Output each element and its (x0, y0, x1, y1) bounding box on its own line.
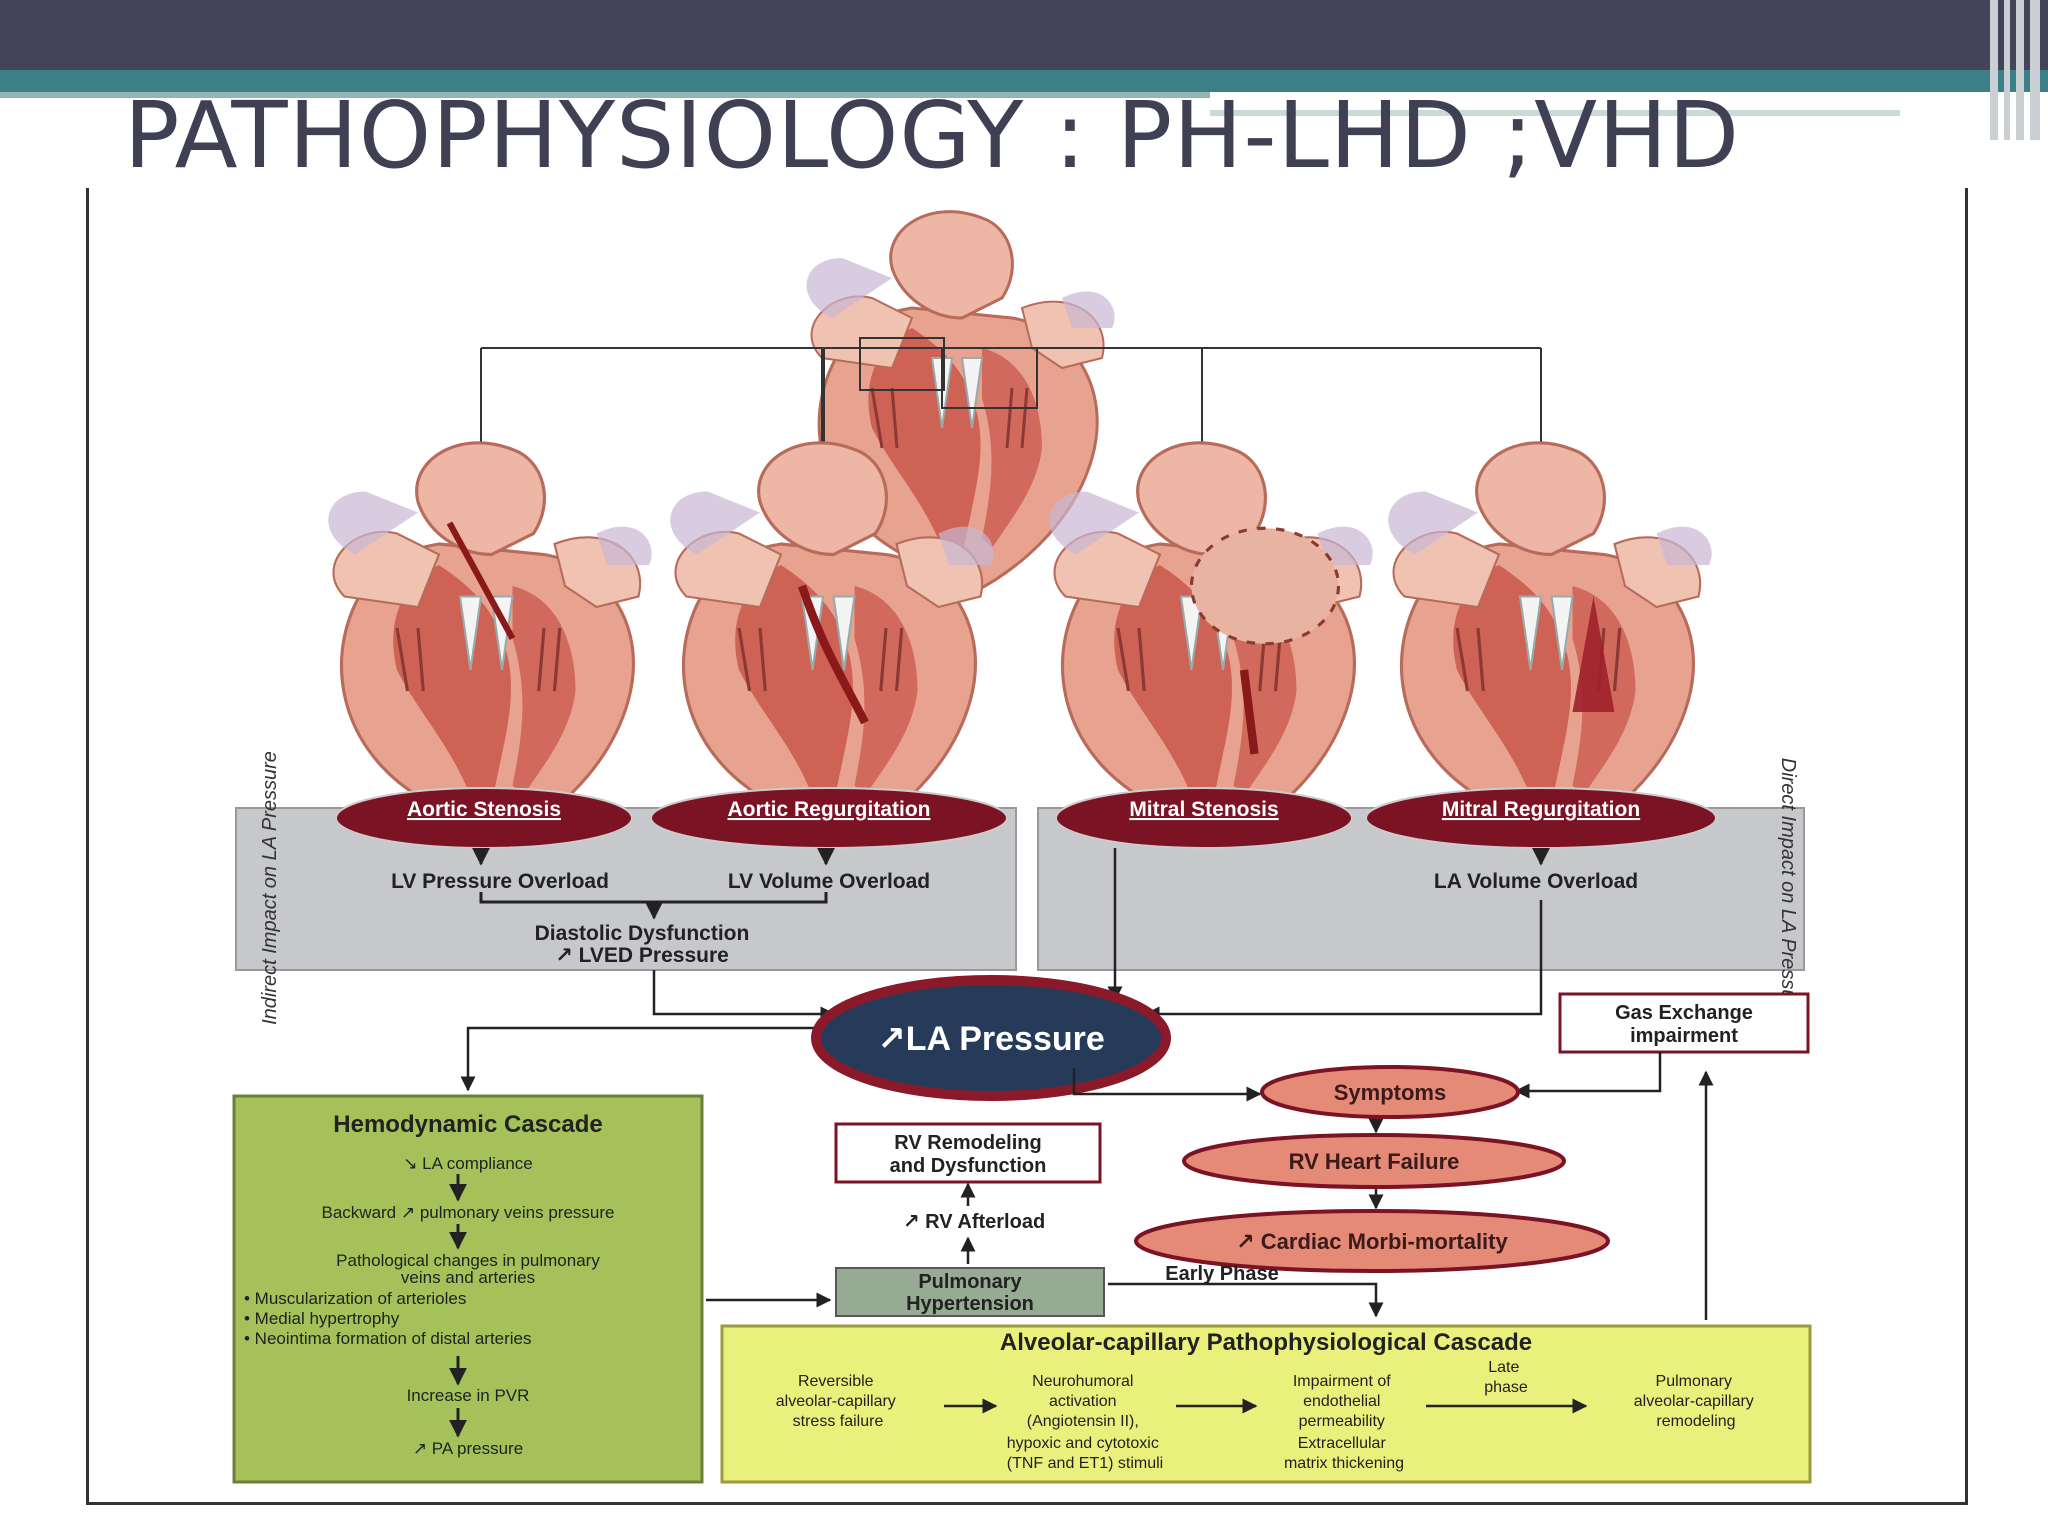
alveolar-step-1: Reversible alveolar-capillary stress fai… (776, 1373, 901, 1430)
slide-corner-stripe (2004, 0, 2010, 140)
late-phase-label: Late phase (1484, 1359, 1528, 1396)
symptoms-arrows (1072, 1052, 1714, 1320)
lv-volume-overload-label: LV Volume Overload (728, 870, 930, 893)
alveolar-cascade-title: Alveolar-capillary Pathophysiological Ca… (1000, 1329, 1532, 1356)
symptoms-label: Symptoms (1334, 1080, 1446, 1105)
lv-pressure-overload-label: LV Pressure Overload (391, 870, 609, 893)
gas-exchange-label-1: Gas Exchange (1615, 1002, 1753, 1024)
la-pressure-label: ↗LA Pressure (877, 1020, 1105, 1058)
rv-heart-failure-label: RV Heart Failure (1289, 1149, 1460, 1174)
symptoms-oval: Symptoms (1260, 1065, 1520, 1119)
lved-pressure-label: ↗ LVED Pressure (555, 944, 729, 967)
pathophysiology-diagram: Indirect Impact on LA Pressure Direct Im… (232, 210, 1812, 1484)
hemodynamic-bullet: • Muscularization of arterioles (244, 1289, 466, 1308)
pathological-changes-label-1: Pathological changes in pulmonary (336, 1251, 600, 1270)
heart-illustration-mitral-regurgitation (1386, 441, 1714, 845)
rv-remodeling-label-2: and Dysfunction (890, 1155, 1047, 1177)
heart-illustration-aortic-regurgitation (668, 441, 996, 845)
slide-corner-stripe (1990, 0, 1998, 140)
pathological-changes-label-2: veins and arteries (401, 1268, 535, 1287)
gas-exchange-box: Gas Exchange impairment (1558, 992, 1810, 1054)
aortic-regurgitation-label: Aortic Regurgitation (728, 798, 931, 821)
la-pressure-oval: ↗LA Pressure (811, 975, 1171, 1101)
rv-remodeling-box: RV Remodeling and Dysfunction (834, 1122, 1102, 1184)
alveolar-step-2: Neurohumoral activation (Angiotensin II)… (1007, 1373, 1164, 1472)
overload-arrows (472, 847, 1550, 920)
cardiac-morbi-mortality-oval: ↗ Cardiac Morbi-mortality (1134, 1209, 1610, 1273)
hemodynamic-cascade-box: Hemodynamic Cascade ↘ LA compliance Back… (232, 1094, 704, 1484)
la-volume-overload-label: LA Volume Overload (1434, 870, 1638, 893)
slide-title: PATHOPHYSIOLOGY : PH-LHD ;VHD (124, 82, 1741, 189)
pa-pressure-label: ↗ PA pressure (413, 1439, 523, 1458)
hemodynamic-bullet: • Medial hypertrophy (244, 1309, 400, 1328)
alveolar-step-3: Impairment of endothelial permeability E… (1284, 1373, 1404, 1472)
hemodynamic-bullet: • Neointima formation of distal arteries (244, 1329, 532, 1348)
early-phase-label: Early Phase (1165, 1263, 1278, 1285)
pulmonary-hypertension-label-1: Pulmonary (918, 1271, 1022, 1293)
slide-corner-stripe (2030, 0, 2040, 140)
mitral-stenosis-oval: Mitral Stenosis (1055, 787, 1353, 849)
la-compliance-label: ↘ LA compliance (403, 1154, 533, 1173)
heart-illustration-mitral-stenosis (1047, 441, 1375, 845)
hemodynamic-cascade-title: Hemodynamic Cascade (333, 1111, 602, 1138)
rv-afterload-label: ↗ RV Afterload (903, 1211, 1045, 1233)
cardiac-morbi-mortality-label: ↗ Cardiac Morbi-mortality (1236, 1229, 1508, 1254)
rv-remodeling-label-1: RV Remodeling (894, 1132, 1041, 1154)
increase-pvr-label: Increase in PVR (407, 1386, 530, 1405)
slide-accent-line (0, 92, 1210, 98)
diastolic-dysfunction-label: Diastolic Dysfunction (535, 922, 750, 945)
aortic-regurgitation-oval: Aortic Regurgitation (650, 787, 1008, 849)
indirect-impact-label: Indirect Impact on LA Pressure (259, 751, 281, 1025)
pulmonary-hypertension-box: Pulmonary Hypertension (835, 1267, 1105, 1317)
alveolar-step-4: Pulmonary alveolar-capillary remodeling (1634, 1373, 1759, 1430)
aortic-stenosis-oval: Aortic Stenosis (335, 787, 633, 849)
rv-heart-failure-oval: RV Heart Failure (1182, 1133, 1566, 1189)
la-pressure-input-arrows (460, 848, 1543, 1092)
rv-arrows (706, 1182, 976, 1308)
slide-teal-bar (0, 70, 2048, 92)
mitral-stenosis-label: Mitral Stenosis (1129, 798, 1278, 821)
alveolar-capillary-cascade-box: Alveolar-capillary Pathophysiological Ca… (720, 1324, 1812, 1484)
direct-impact-label: Direct Impact on LA Pressure (1777, 758, 1799, 1018)
backward-pressure-label: Backward ↗ pulmonary veins pressure (322, 1203, 615, 1222)
pulmonary-hypertension-label-2: Hypertension (906, 1293, 1034, 1315)
mitral-regurgitation-oval: Mitral Regurgitation (1365, 787, 1717, 849)
aortic-stenosis-label: Aortic Stenosis (407, 798, 561, 821)
heart-illustration-aortic-stenosis (326, 441, 654, 845)
gas-exchange-label-2: impairment (1630, 1025, 1738, 1047)
slide-corner-stripe (2016, 0, 2024, 140)
slide-accent-line-2 (1210, 110, 1900, 116)
slide-top-bar (0, 0, 2048, 70)
mitral-regurgitation-label: Mitral Regurgitation (1442, 798, 1640, 821)
